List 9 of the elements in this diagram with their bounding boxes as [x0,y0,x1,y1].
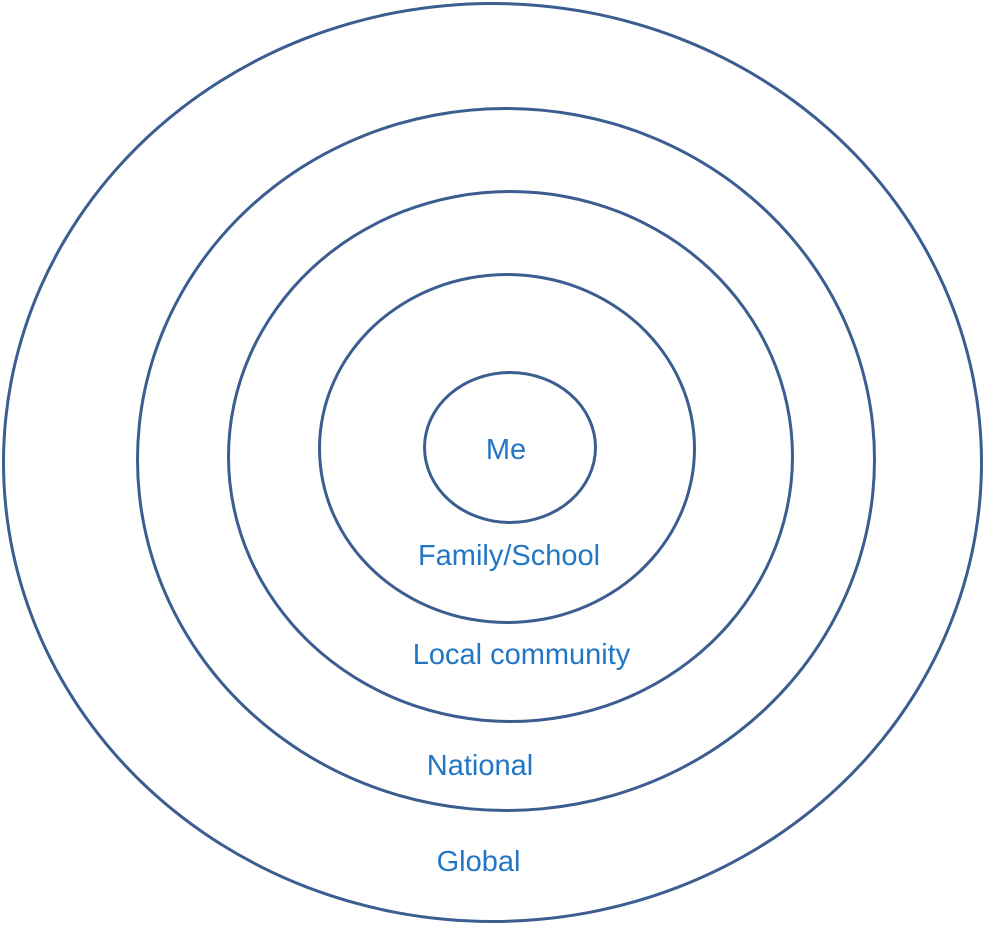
ring-ellipse [136,107,876,812]
ring-ellipse [423,371,597,524]
ring-ellipse [318,273,696,624]
ring-label: Local community [412,638,630,673]
ring-label: National [426,749,534,784]
ring-label: Family/School [418,539,600,574]
ring-label: Me [486,433,526,468]
ring-label: Global [436,845,520,880]
ring-ellipse [227,190,794,723]
